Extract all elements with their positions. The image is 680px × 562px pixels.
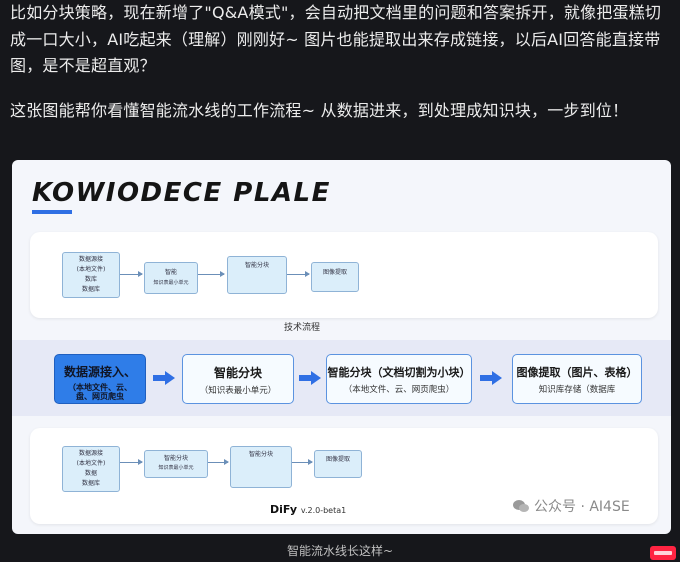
dify-version: v.2.0-beta1 bbox=[300, 506, 347, 515]
flow-arrow-1 bbox=[153, 371, 175, 385]
top-connector-2 bbox=[198, 271, 225, 277]
post-paragraph-1: 比如分块策略，现在新增了"Q&A模式"，会自动把文档里的问题和答案拆开，就像把蛋… bbox=[10, 3, 662, 75]
flow-box-3-sub: （本地文件、云、网页爬虫） bbox=[343, 385, 455, 395]
bottom-node-4-line-1: 图像提取 bbox=[325, 456, 350, 463]
flow-box-document-split: 智能分块（文档切割为小块） （本地文件、云、网页爬虫） bbox=[326, 354, 472, 404]
top-node-3-line-1: 智能分块 bbox=[244, 262, 269, 269]
flow-arrow-3 bbox=[480, 371, 502, 385]
top-connector-1 bbox=[120, 271, 143, 277]
top-panel-caption: 技术流程 bbox=[284, 323, 321, 333]
top-node-4-line-1: 图像提取 bbox=[322, 269, 347, 276]
brand-badge-icon bbox=[650, 546, 676, 560]
post-text: 比如分块策略，现在新增了"Q&A模式"，会自动把文档里的问题和答案拆开，就像把蛋… bbox=[10, 0, 672, 124]
bottom-node-1-line-3: 数据 bbox=[84, 470, 97, 477]
bottom-node-2-line-1: 智能分块 bbox=[163, 455, 188, 462]
top-node-1-line-2: (本地文件) bbox=[76, 266, 106, 273]
dify-name: DiFy bbox=[270, 503, 297, 516]
flow-box-2-title: 智能分块 bbox=[213, 366, 262, 380]
bottom-connector-1 bbox=[120, 459, 143, 465]
flow-box-4-sub: 知识库存储（数据库 bbox=[538, 385, 616, 395]
image-title: KOWIODECE PLALE bbox=[32, 178, 331, 208]
flow-box-data-source: 数据源接入、 （本地文件、云、盘、网页爬虫 bbox=[54, 354, 146, 404]
bottom-node-4: 图像提取 bbox=[314, 450, 362, 478]
top-node-2-line-1: 智能 bbox=[164, 269, 177, 276]
flow-box-2-sub: （知识表最小单元） bbox=[199, 386, 277, 396]
top-node-1: 数据源接 (本地文件) 数库 数据库 bbox=[62, 252, 120, 298]
top-node-4: 图像提取 bbox=[311, 262, 359, 292]
bottom-node-1-line-2: (本地文件) bbox=[76, 460, 106, 467]
arrow-right-icon bbox=[480, 371, 502, 385]
top-diagram-panel: 数据源接 (本地文件) 数库 数据库 智能 知识表最小单元 智能分块 图像提取 bbox=[30, 232, 658, 318]
watermark-text: 公众号 · AI4SE bbox=[534, 499, 630, 515]
bottom-node-1: 数据源接 (本地文件) 数据 数据库 bbox=[62, 446, 120, 492]
bottom-node-2-line-2: 知识表最小单元 bbox=[158, 465, 194, 471]
flow-arrow-2 bbox=[299, 371, 321, 385]
top-node-1-line-4: 数据库 bbox=[81, 286, 100, 293]
bottom-connector-2 bbox=[208, 459, 229, 465]
flow-box-1-title: 数据源接入、 bbox=[63, 365, 136, 379]
top-node-1-line-3: 数库 bbox=[84, 276, 97, 283]
top-connector-3 bbox=[287, 271, 310, 277]
top-node-3: 智能分块 bbox=[227, 256, 287, 294]
arrow-right-icon bbox=[153, 371, 175, 385]
dify-label: DiFy v.2.0-beta1 bbox=[270, 503, 346, 516]
bottom-diagram-panel: 数据源接 (本地文件) 数据 数据库 智能分块 知识表最小单元 智能分块 图像提… bbox=[30, 428, 658, 524]
flow-box-chunking: 智能分块 （知识表最小单元） bbox=[182, 354, 294, 404]
flow-box-3-title: 智能分块（文档切割为小块） bbox=[327, 366, 471, 379]
pipeline-image[interactable]: KOWIODECE PLALE 数据源接 (本地文件) 数库 数据库 智能 知识… bbox=[12, 160, 671, 534]
bottom-node-1-line-4: 数据库 bbox=[81, 480, 100, 487]
title-underline bbox=[32, 210, 72, 214]
bottom-node-1-line-1: 数据源接 bbox=[78, 450, 103, 457]
flow-box-4-title: 图像提取（图片、表格） bbox=[516, 366, 638, 379]
bottom-node-2: 智能分块 知识表最小单元 bbox=[144, 450, 208, 478]
image-caption: 智能流水线长这样~ bbox=[286, 544, 394, 558]
bottom-node-3-line-1: 智能分块 bbox=[248, 451, 273, 458]
bottom-connector-3 bbox=[292, 459, 313, 465]
post-paragraph-2: 这张图能帮你看懂智能流水线的工作流程~ 从数据进来，到处理成知识块，一步到位！ bbox=[10, 100, 629, 120]
flow-box-1-sub: （本地文件、云、盘、网页爬虫 bbox=[68, 383, 132, 401]
top-node-1-line-1: 数据源接 bbox=[78, 256, 103, 263]
flow-box-image-extract: 图像提取（图片、表格） 知识库存储（数据库 bbox=[512, 354, 642, 404]
top-node-2: 智能 知识表最小单元 bbox=[144, 262, 198, 294]
top-node-2-line-2: 知识表最小单元 bbox=[153, 280, 189, 286]
wechat-icon bbox=[512, 499, 530, 513]
watermark: 公众号 · AI4SE bbox=[512, 496, 630, 516]
bottom-node-3: 智能分块 bbox=[230, 446, 292, 488]
arrow-right-icon bbox=[299, 371, 321, 385]
